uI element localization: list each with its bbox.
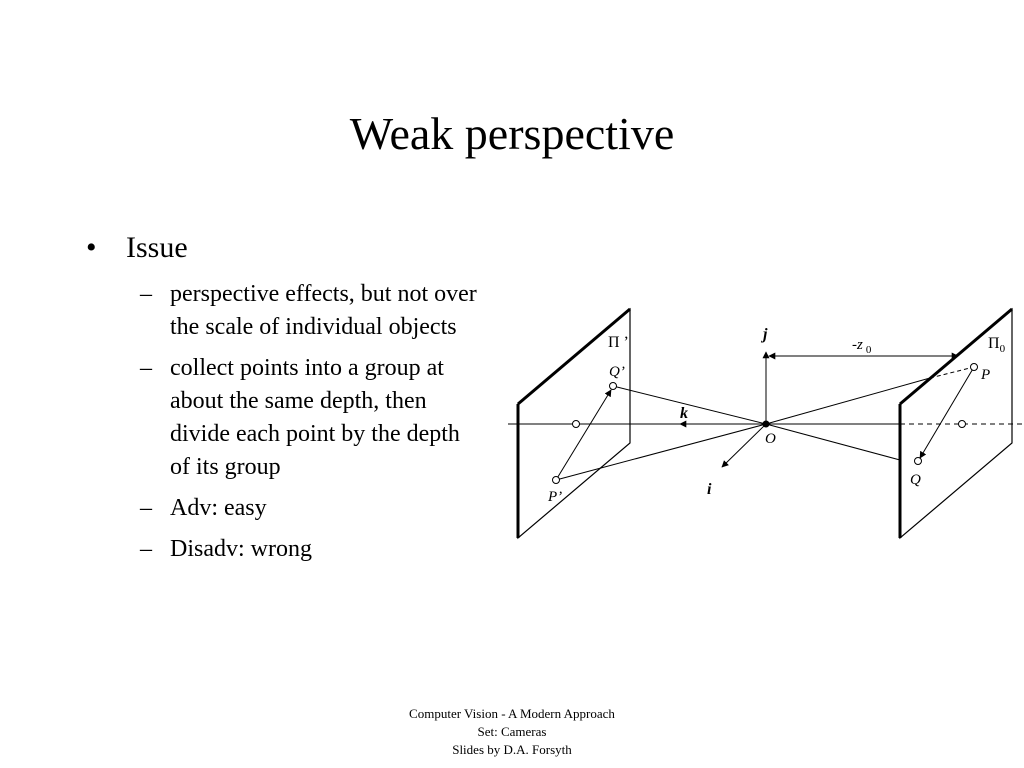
point-left-axis xyxy=(572,420,580,428)
label-k: k xyxy=(680,405,688,422)
slide-footer: Computer Vision - A Modern Approach Set:… xyxy=(0,705,1024,759)
ray-p-dashed xyxy=(929,366,975,379)
sub-bullet-text: Adv: easy xyxy=(170,495,267,521)
point-q xyxy=(914,457,922,465)
bullet-list: • Issue – perspective effects, but not o… xyxy=(86,228,506,574)
bullet-label: Issue xyxy=(126,231,188,264)
dash-marker: – xyxy=(140,281,152,307)
ray-o-to-q xyxy=(765,423,901,461)
sub-bullet-item: – Disadv: wrong xyxy=(86,533,480,566)
segment-p-to-q xyxy=(919,366,975,459)
bullet-marker: • xyxy=(86,231,97,264)
slide-title: Weak perspective xyxy=(349,108,675,159)
ray-p-prime-to-o xyxy=(555,423,767,481)
point-q-prime xyxy=(609,382,617,390)
label-q-prime: Q’ xyxy=(609,364,625,380)
point-p xyxy=(970,363,978,371)
dash-marker: – xyxy=(140,355,152,381)
sub-bullet-item: – Adv: easy xyxy=(86,492,480,525)
label-p: P xyxy=(980,367,990,383)
sub-bullet-list: – perspective effects, but not over the … xyxy=(86,278,506,566)
sub-bullet-item: – collect points into a group at about t… xyxy=(86,352,480,484)
footer-line-1: Computer Vision - A Modern Approach xyxy=(409,706,615,721)
label-i: i xyxy=(707,481,712,498)
image-plane-left-top-thick xyxy=(517,307,631,406)
label-j: j xyxy=(760,326,768,343)
axis-i xyxy=(721,423,767,468)
label-plane-left: Π ’ xyxy=(608,334,629,351)
point-o xyxy=(762,420,770,428)
bullet-issue: • Issue xyxy=(86,228,506,268)
sub-bullet-text: collect points into a group at about the… xyxy=(170,355,460,480)
ray-q-prime-to-p xyxy=(612,385,767,425)
segment-p-prime-to-q-prime xyxy=(555,389,612,481)
sub-bullet-item: – perspective effects, but not over the … xyxy=(86,278,480,344)
label-q: Q xyxy=(910,472,921,488)
footer-line-3: Slides by D.A. Forsyth xyxy=(452,742,572,757)
label-p-prime: P’ xyxy=(547,489,562,505)
ray-o-to-p xyxy=(765,377,931,425)
label-o: O xyxy=(765,431,776,447)
dash-marker: – xyxy=(140,536,152,562)
footer-line-2: Set: Cameras xyxy=(477,724,547,739)
dash-marker: – xyxy=(140,495,152,521)
point-right-axis xyxy=(958,420,966,428)
sub-bullet-text: perspective effects, but not over the sc… xyxy=(170,281,477,340)
sub-bullet-text: Disadv: wrong xyxy=(170,536,312,562)
point-p-prime xyxy=(552,476,560,484)
label-plane-right: Π0 xyxy=(988,335,1006,355)
